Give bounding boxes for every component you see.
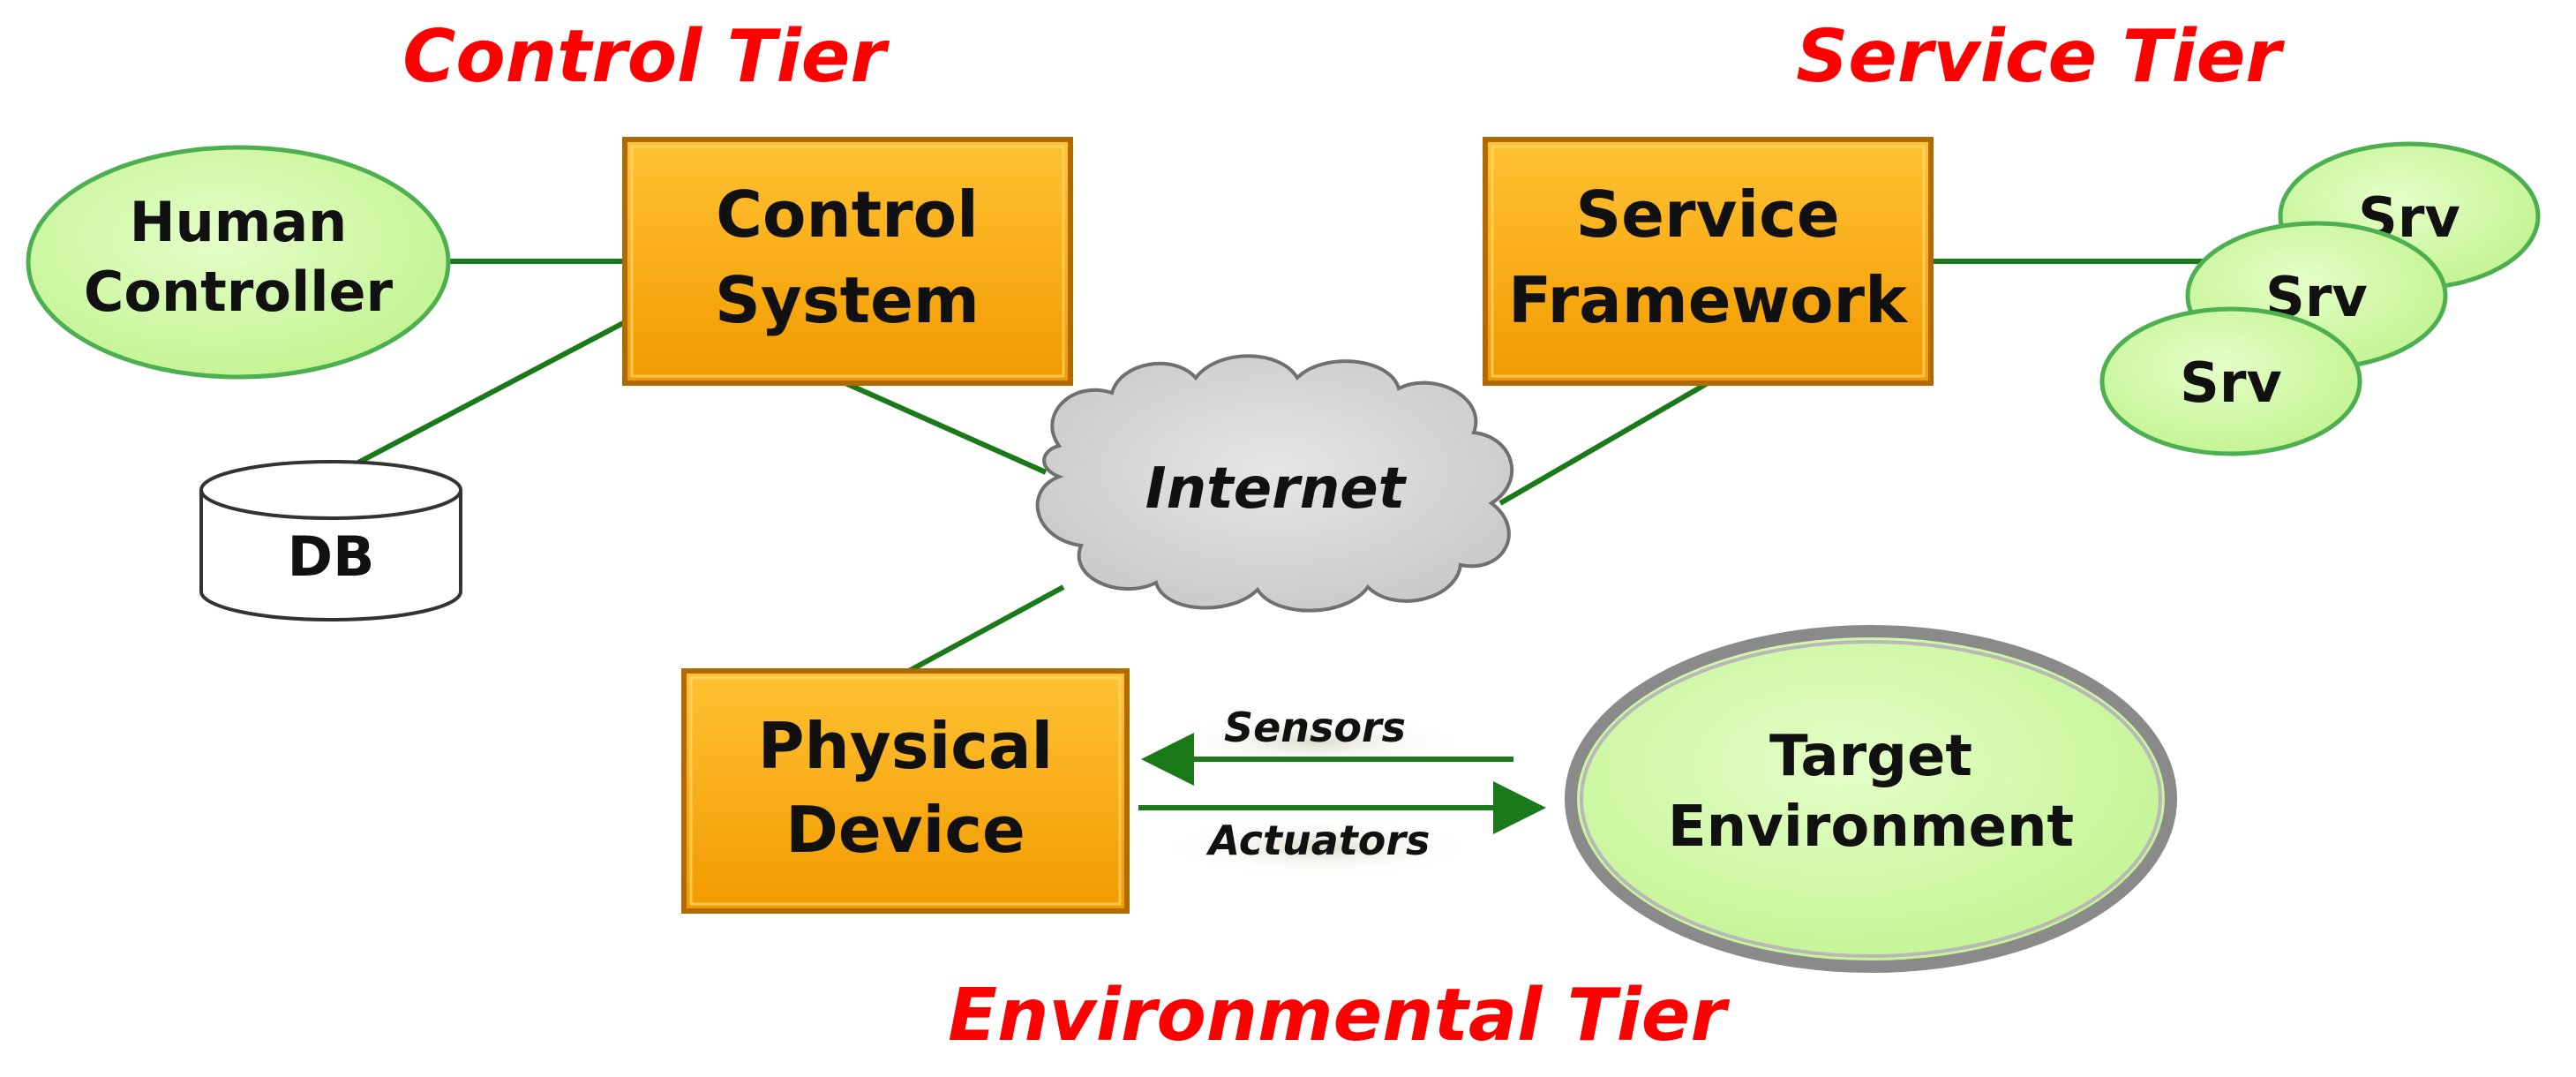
tier-label-environmental: Environmental Tier — [948, 974, 1730, 1058]
actuators-edge: Actuators — [1138, 781, 1546, 877]
line-service-internet — [1498, 380, 1709, 506]
physical-device-label-2: Device — [785, 793, 1025, 867]
service-framework-node: Service Framework — [1483, 137, 1934, 386]
target-environment-label-1: Target — [1769, 724, 1972, 789]
internet-cloud: Internet — [1035, 354, 1514, 613]
connector-lines — [338, 259, 2206, 674]
service-framework-label-1: Service — [1575, 177, 1839, 252]
line-control-db — [338, 320, 627, 475]
internet-label: Internet — [1145, 456, 1408, 522]
line-control-internet — [844, 380, 1048, 475]
db-node: DB — [199, 460, 462, 621]
line-internet-physical — [907, 584, 1065, 674]
physical-device-node: Physical Device — [681, 668, 1130, 914]
srv-node-front: Srv — [2099, 306, 2362, 456]
tier-label-control: Control Tier — [402, 15, 890, 99]
physical-device-label-1: Physical — [758, 709, 1053, 783]
sensors-label: Sensors — [1224, 704, 1406, 751]
human-controller-label-2: Controller — [84, 260, 394, 324]
control-system-label-2: System — [715, 263, 980, 337]
target-environment-label-2: Environment — [1668, 795, 2074, 860]
target-environment-node: Target Environment — [1565, 625, 2177, 973]
human-controller-node: Human Controller — [26, 145, 451, 380]
srv-stack: Srv Srv Srv — [2099, 141, 2541, 456]
service-framework-label-2: Framework — [1508, 263, 1909, 337]
control-system-label-1: Control — [716, 177, 979, 252]
control-system-node: Control System — [622, 137, 1073, 386]
db-label: DB — [288, 524, 375, 589]
sensors-edge: Sensors — [1141, 704, 1513, 786]
tier-label-service: Service Tier — [1796, 15, 2285, 99]
human-controller-label-1: Human — [130, 190, 348, 254]
actuators-label: Actuators — [1206, 817, 1431, 864]
srv-label-front: Srv — [2180, 350, 2282, 415]
